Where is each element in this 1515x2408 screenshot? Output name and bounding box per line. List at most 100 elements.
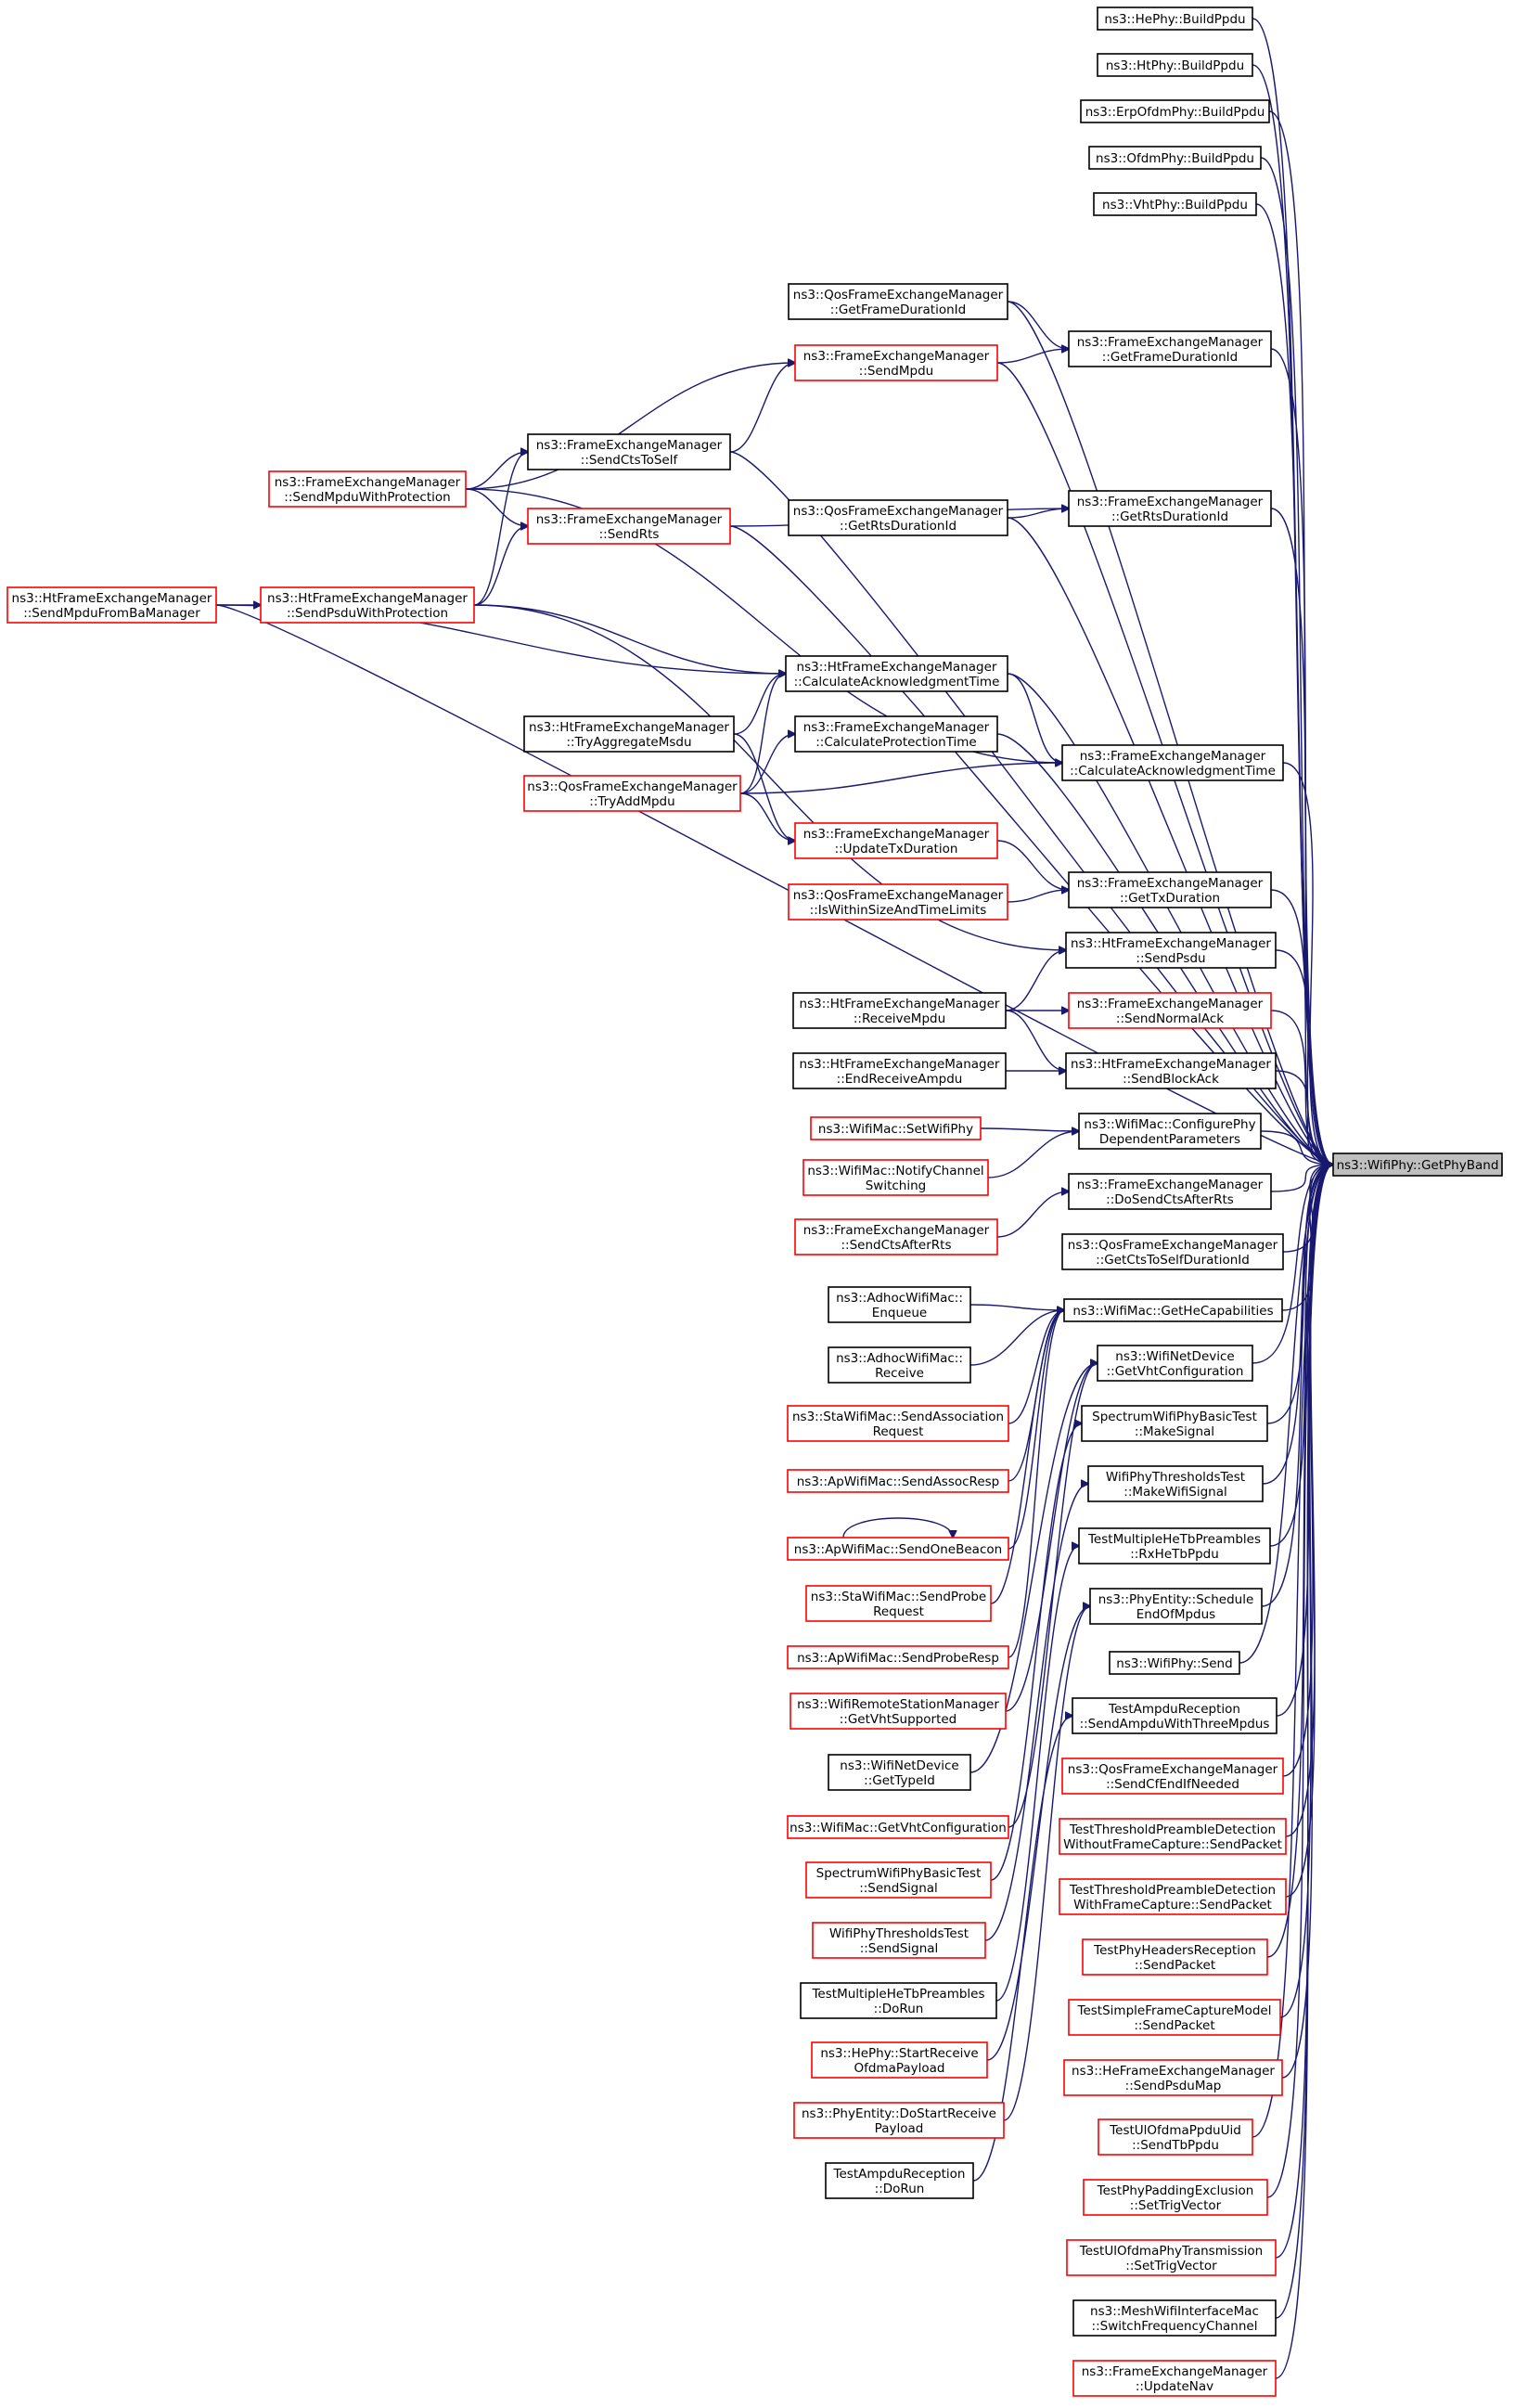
node-simpleCaptureSend[interactable]: TestSimpleFrameCaptureModel::SendPacket — [1068, 1999, 1281, 2036]
node-htTryAggMsdu[interactable]: ns3::HtFrameExchangeManager::TryAggregat… — [523, 715, 735, 753]
node-label: ::GetVhtConfiguration — [1107, 1364, 1244, 1379]
node-label: ::SendMpduFromBaManager — [23, 606, 200, 621]
node-label: ns3::WifiMac::NotifyChannel — [807, 1164, 983, 1178]
node-femSendMpdu[interactable]: ns3::FrameExchangeManager::SendMpdu — [794, 344, 998, 381]
node-vhtBuild[interactable]: ns3::VhtPhy::BuildPpdu — [1093, 192, 1257, 216]
node-femGetRtsDur[interactable]: ns3::FrameExchangeManager::GetRtsDuratio… — [1068, 490, 1272, 527]
node-root[interactable]: ns3::WifiPhy::GetPhyBand — [1332, 1152, 1503, 1177]
node-label: EndOfMpdus — [1136, 1607, 1215, 1622]
node-box — [811, 2041, 988, 2079]
node-heBuild[interactable]: ns3::HePhy::BuildPpdu — [1097, 6, 1253, 31]
node-spectrumMakeSignal[interactable]: SpectrumWifiPhyBasicTest::MakeSignal — [1081, 1405, 1268, 1442]
node-label: ::SetTrigVector — [1125, 2259, 1217, 2273]
node-qosTryAddMpdu[interactable]: ns3::QosFrameExchangeManager::TryAddMpdu — [523, 775, 741, 812]
node-apSendOneBeacon[interactable]: ns3::ApWifiMac::SendOneBeacon — [787, 1537, 1009, 1561]
node-htSendPsdu[interactable]: ns3::HtFrameExchangeManager::SendPsdu — [1065, 932, 1277, 969]
node-ampduDoRun[interactable]: TestAmpduReception::DoRun — [825, 2162, 974, 2199]
node-box — [1078, 1113, 1262, 1150]
node-femUpdateNav[interactable]: ns3::FrameExchangeManager::UpdateNav — [1072, 2360, 1277, 2397]
node-netDevGetTypeId[interactable]: ns3::WifiNetDevice::GetTypeId — [828, 1754, 971, 1791]
node-htReceiveMpdu[interactable]: ns3::HtFrameExchangeManager::ReceiveMpdu — [792, 992, 1007, 1029]
node-multiDoRun[interactable]: TestMultipleHeTbPreambles::DoRun — [800, 1982, 997, 2019]
node-htBuild[interactable]: ns3::HtPhy::BuildPpdu — [1097, 53, 1253, 77]
node-phyHeadersSend[interactable]: TestPhyHeadersReception::SendPacket — [1082, 1938, 1268, 1976]
node-ampduSendThree[interactable]: TestAmpduReception::SendAmpduWithThreeMp… — [1072, 1697, 1277, 1734]
node-macGetVht[interactable]: ns3::WifiMac::GetVhtConfiguration — [787, 1815, 1009, 1839]
node-qosGetFrameDur[interactable]: ns3::QosFrameExchangeManager::GetFrameDu… — [788, 283, 1008, 320]
node-erpBuild[interactable]: ns3::ErpOfdmPhy::BuildPpdu — [1080, 99, 1270, 123]
node-meshSwitch[interactable]: ns3::MeshWifiInterfaceMac::SwitchFrequen… — [1072, 2299, 1277, 2337]
node-adhocReceive[interactable]: ns3::AdhocWifiMac::Receive — [828, 1346, 971, 1384]
node-label: TestMultipleHeTbPreambles — [811, 1987, 984, 2002]
node-box — [1078, 1527, 1271, 1565]
node-macSetWifiPhy[interactable]: ns3::WifiMac::SetWifiPhy — [810, 1116, 982, 1140]
node-heFemSendPsduMap[interactable]: ns3::HeFrameExchangeManager::SendPsduMap — [1063, 2059, 1283, 2096]
node-box — [794, 822, 998, 859]
node-box — [802, 1159, 989, 1196]
node-label: ::DoRun — [875, 2182, 925, 2196]
node-box — [1061, 1233, 1284, 1270]
node-rsmGetVhtSupported[interactable]: ns3::WifiRemoteStationManager::GetVhtSup… — [790, 1693, 1007, 1730]
node-qosGetRtsDur[interactable]: ns3::QosFrameExchangeManager::GetRtsDura… — [788, 499, 1008, 536]
node-thresholdsMakeSignal[interactable]: WifiPhyThresholdsTest::MakeWifiSignal — [1087, 1465, 1264, 1502]
node-macConfigPhy[interactable]: ns3::WifiMac::ConfigurePhyDependentParam… — [1078, 1113, 1262, 1150]
node-wifiPhySend[interactable]: ns3::WifiPhy::Send — [1109, 1651, 1240, 1675]
node-box — [1082, 1938, 1268, 1976]
node-femDoSendCts[interactable]: ns3::FrameExchangeManager::DoSendCtsAfte… — [1068, 1173, 1272, 1210]
node-qosSendCfEnd[interactable]: ns3::QosFrameExchangeManager::SendCfEndI… — [1061, 1758, 1284, 1795]
node-htSendBlockAck[interactable]: ns3::HtFrameExchangeManager::SendBlockAc… — [1065, 1052, 1277, 1089]
node-box — [1088, 146, 1262, 170]
node-femCalcAck[interactable]: ns3::FrameExchangeManager::CalculateAckn… — [1061, 744, 1284, 781]
node-ulOfdmaPhySetTrig[interactable]: TestUlOfdmaPhyTransmission::SetTrigVecto… — [1066, 2239, 1277, 2276]
node-thrPreWith[interactable]: TestThresholdPreambleDetectionWithFrameC… — [1059, 1878, 1287, 1915]
node-femCalcProt[interactable]: ns3::FrameExchangeManager::CalculateProt… — [794, 715, 998, 753]
node-qosGetCtsToSelf[interactable]: ns3::QosFrameExchangeManager::GetCtsToSe… — [1061, 1233, 1284, 1270]
node-htSendPsduWithProt[interactable]: ns3::HtFrameExchangeManager::SendPsduWit… — [260, 586, 475, 624]
node-htCalcAck[interactable]: ns3::HtFrameExchangeManager::CalculateAc… — [785, 655, 1008, 692]
node-femUpdateTxDur[interactable]: ns3::FrameExchangeManager::UpdateTxDurat… — [794, 822, 998, 859]
node-apSendAssocResp[interactable]: ns3::ApWifiMac::SendAssocResp — [787, 1469, 1009, 1493]
node-femSendCtsAfterRts[interactable]: ns3::FrameExchangeManager::SendCtsAfterR… — [794, 1218, 998, 1256]
node-label: ::SendPsduMap — [1125, 2079, 1222, 2093]
node-apSendProbeResp[interactable]: ns3::ApWifiMac::SendProbeResp — [787, 1645, 1009, 1669]
edge-femSendMpduWithProt-to-femSendCtsToSelf — [465, 452, 528, 490]
node-macGetHeCap[interactable]: ns3::WifiMac::GetHeCapabilities — [1063, 1298, 1283, 1322]
node-box — [790, 1693, 1007, 1730]
node-qosIsWithin[interactable]: ns3::QosFrameExchangeManager::IsWithinSi… — [788, 883, 1008, 921]
node-label: ns3::WifiMac::SetWifiPhy — [818, 1122, 973, 1137]
node-label: ns3::FrameExchangeManager — [1077, 335, 1264, 350]
node-label: ns3::StaWifiMac::SendProbe — [811, 1590, 986, 1604]
node-htSendMpduFromBa[interactable]: ns3::HtFrameExchangeManager::SendMpduFro… — [6, 586, 217, 624]
node-label: ::EndReceiveAmpdu — [837, 1072, 963, 1087]
node-femSendNormalAck[interactable]: ns3::FrameExchangeManager::SendNormalAck — [1068, 992, 1272, 1029]
node-label: ns3::HtPhy::BuildPpdu — [1106, 58, 1244, 73]
node-label: TestThresholdPreambleDetection — [1069, 1822, 1276, 1837]
node-ofdmBuild[interactable]: ns3::OfdmPhy::BuildPpdu — [1088, 146, 1262, 170]
node-ulOfdmaSendTb[interactable]: TestUlOfdmaPpduUid::SendTbPpdu — [1098, 2118, 1253, 2156]
node-box — [828, 1286, 971, 1323]
node-spectrumSendSignal[interactable]: SpectrumWifiPhyBasicTest::SendSignal — [805, 1861, 992, 1899]
node-thresholdsSendSignal[interactable]: WifiPhyThresholdsTest::SendSignal — [812, 1922, 986, 1959]
node-box — [794, 1218, 998, 1256]
node-femGetFrameDur[interactable]: ns3::FrameExchangeManager::GetFrameDurat… — [1068, 330, 1272, 367]
node-netDevGetVht[interactable]: ns3::WifiNetDevice::GetVhtConfiguration — [1097, 1345, 1253, 1382]
node-thrPreWithout[interactable]: TestThresholdPreambleDetectionWithoutFra… — [1059, 1818, 1287, 1855]
node-femGetTxDur[interactable]: ns3::FrameExchangeManager::GetTxDuration — [1068, 871, 1272, 908]
edge-phyEntityDoStart-to-phyEntitySchedule — [1003, 1606, 1090, 2121]
node-femSendCtsToSelf[interactable]: ns3::FrameExchangeManager::SendCtsToSelf — [527, 433, 731, 470]
node-femSendRts[interactable]: ns3::FrameExchangeManager::SendRts — [527, 508, 731, 545]
edge-multiDoRun-to-multiRxHeTb — [995, 1546, 1079, 2002]
node-adhocEnqueue[interactable]: ns3::AdhocWifiMac::Enqueue — [828, 1286, 971, 1323]
node-box — [1068, 1173, 1272, 1210]
node-femSendMpduWithProt[interactable]: ns3::FrameExchangeManager::SendMpduWithP… — [268, 470, 467, 508]
node-htEndReceiveAmpdu[interactable]: ns3::HtFrameExchangeManager::EndReceiveA… — [792, 1052, 1007, 1089]
edge-femUpdateTxDur-to-femGetTxDur — [996, 840, 1069, 890]
node-multiRxHeTb[interactable]: TestMultipleHeTbPreambles::RxHeTbPpdu — [1078, 1527, 1271, 1565]
node-paddingSetTrig[interactable]: TestPhyPaddingExclusion::SetTrigVector — [1083, 2179, 1268, 2216]
